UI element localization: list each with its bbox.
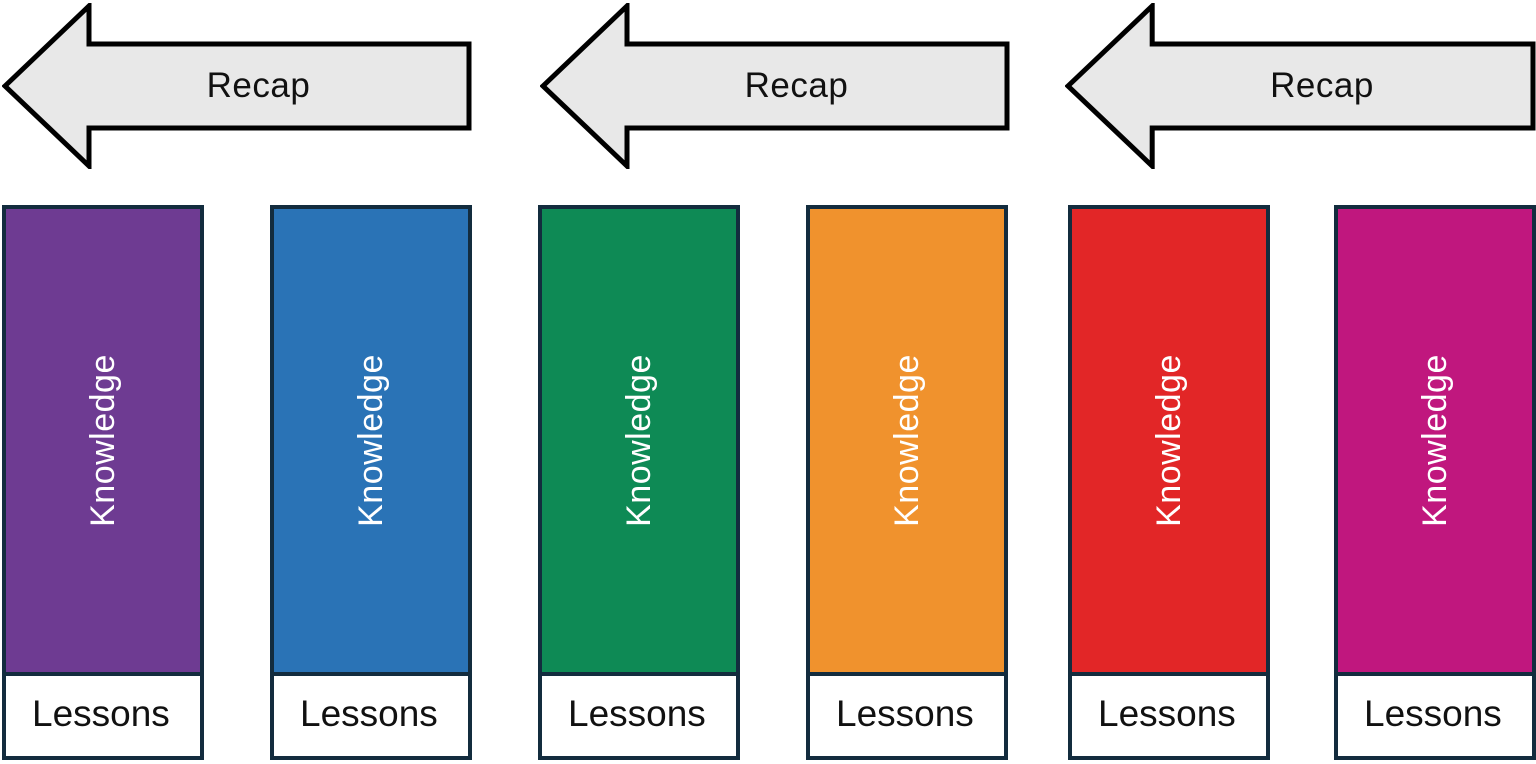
recap-label-wrap: Recap (89, 44, 472, 128)
knowledge-label: Knowledge (619, 354, 658, 527)
knowledge-label: Knowledge (1415, 354, 1454, 527)
recap-arrow-1: Recap (2, 3, 472, 169)
lessons-label: Lessons (1364, 693, 1502, 734)
knowledge-bar-6: Knowledge Lessons (1334, 205, 1536, 760)
knowledge-bar-5: Knowledge Lessons (1068, 205, 1270, 760)
lessons-block: Lessons (2, 676, 204, 760)
knowledge-block: Knowledge (2, 205, 204, 676)
recap-label: Recap (744, 66, 849, 105)
recap-label-wrap: Recap (627, 44, 1010, 128)
left-arrow-shape (540, 3, 1010, 169)
lessons-label: Lessons (32, 693, 170, 734)
lessons-label: Lessons (836, 693, 974, 734)
lessons-block: Lessons (538, 676, 740, 760)
left-arrow-polygon (1065, 3, 1536, 169)
recap-arrow-2: Recap (540, 3, 1010, 169)
knowledge-bar-1: Knowledge Lessons (2, 205, 204, 760)
lessons-block: Lessons (1334, 676, 1536, 760)
left-arrow-polygon (540, 3, 1010, 169)
lessons-block: Lessons (270, 676, 472, 760)
knowledge-bar-4: Knowledge Lessons (806, 205, 1008, 760)
knowledge-bar-2: Knowledge Lessons (270, 205, 472, 760)
knowledge-block: Knowledge (806, 205, 1008, 676)
lessons-label: Lessons (1098, 693, 1236, 734)
knowledge-bar-3: Knowledge Lessons (538, 205, 740, 760)
knowledge-label: Knowledge (351, 354, 390, 527)
knowledge-block: Knowledge (1068, 205, 1270, 676)
knowledge-label: Knowledge (887, 354, 926, 527)
left-arrow-polygon (2, 3, 472, 169)
knowledge-label: Knowledge (83, 354, 122, 527)
lessons-block: Lessons (806, 676, 1008, 760)
recap-label: Recap (206, 66, 311, 105)
knowledge-block: Knowledge (538, 205, 740, 676)
recap-label-wrap: Recap (1152, 44, 1536, 128)
lessons-label: Lessons (300, 693, 438, 734)
left-arrow-shape (2, 3, 472, 169)
recap-label: Recap (1270, 66, 1374, 105)
recap-arrow-3: Recap (1065, 3, 1536, 169)
lessons-block: Lessons (1068, 676, 1270, 760)
knowledge-label: Knowledge (1149, 354, 1188, 527)
left-arrow-shape (1065, 3, 1536, 169)
lessons-label: Lessons (568, 693, 706, 734)
knowledge-block: Knowledge (1334, 205, 1536, 676)
knowledge-block: Knowledge (270, 205, 472, 676)
